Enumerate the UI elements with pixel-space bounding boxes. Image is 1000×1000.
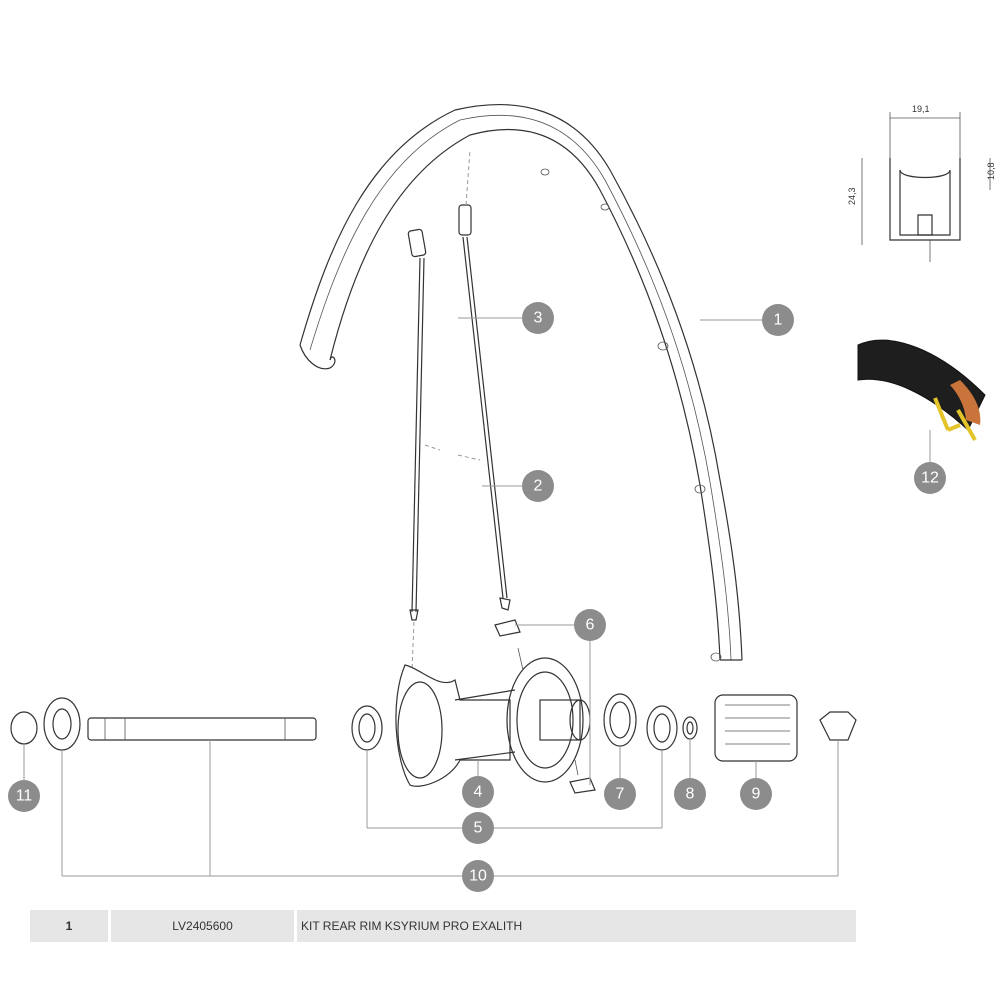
parts-table: 1 LV2405600 KIT REAR RIM KSYRIUM PRO EXA… <box>30 910 856 942</box>
callout-5: 5 <box>462 812 494 844</box>
svg-text:4: 4 <box>474 784 483 801</box>
pawls-and-springs <box>494 619 596 794</box>
svg-text:12: 12 <box>921 470 939 487</box>
axle-components <box>10 693 857 762</box>
svg-text:1: 1 <box>774 312 783 329</box>
rim-profile: 19,1 24,3 10,8 <box>847 104 996 262</box>
callout-10: 10 <box>462 860 494 892</box>
svg-text:9: 9 <box>752 786 761 803</box>
table-reference: LV2405600 <box>111 910 294 942</box>
spokes <box>407 149 511 671</box>
callout-3: 3 <box>522 302 554 334</box>
callout-2: 2 <box>522 470 554 502</box>
svg-text:8: 8 <box>686 786 695 803</box>
dimension-height: 24,3 <box>847 187 857 205</box>
callout-4: 4 <box>462 776 494 808</box>
tire-section <box>857 339 986 441</box>
axle <box>87 717 317 741</box>
callout-11: 11 <box>8 780 40 812</box>
callout-12: 12 <box>914 462 946 494</box>
leader-lines <box>23 317 931 877</box>
svg-text:2: 2 <box>534 478 543 495</box>
callout-7: 7 <box>604 778 636 810</box>
hub <box>395 657 591 787</box>
svg-text:5: 5 <box>474 820 483 837</box>
callout-8: 8 <box>674 778 706 810</box>
table-item-number: 1 <box>30 910 108 942</box>
callout-9: 9 <box>740 778 772 810</box>
svg-text:3: 3 <box>534 310 543 327</box>
svg-text:10: 10 <box>469 868 487 885</box>
dimension-width: 19,1 <box>912 104 930 114</box>
dimension-inner-depth: 10,8 <box>986 162 996 180</box>
callout-6: 6 <box>574 609 606 641</box>
svg-text:6: 6 <box>586 617 595 634</box>
rim <box>299 104 743 662</box>
table-description: KIT REAR RIM KSYRIUM PRO EXALITH <box>297 910 856 942</box>
svg-text:7: 7 <box>616 786 625 803</box>
callout-1: 1 <box>762 304 794 336</box>
svg-text:11: 11 <box>16 788 33 805</box>
